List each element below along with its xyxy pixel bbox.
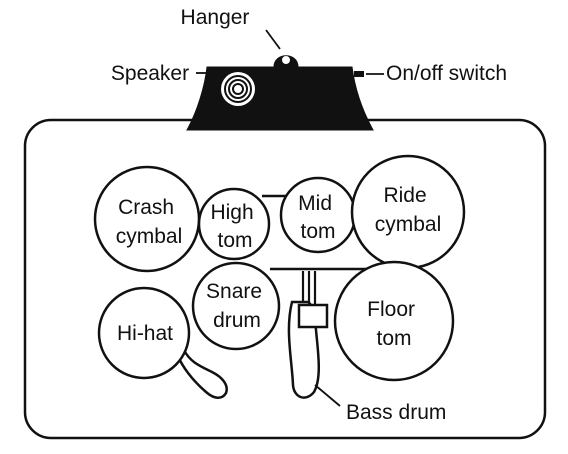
high-tom-label-line1: High xyxy=(210,201,253,224)
floor-tom-label-line2: tom xyxy=(376,327,411,350)
bass-drum-label: Bass drum xyxy=(346,401,446,424)
high-tom-label-line2: tom xyxy=(217,229,252,252)
high-tom-label: High tom xyxy=(210,201,259,252)
crash-cymbal-label-line2: cymbal xyxy=(116,225,183,248)
speaker-grille-icon xyxy=(221,72,255,106)
crash-cymbal-label: Crash cymbal xyxy=(116,196,183,248)
high-tom-pad xyxy=(197,187,271,261)
mid-tom-label-line2: tom xyxy=(300,220,335,243)
ride-cymbal-label: Ride cymbal xyxy=(375,184,442,236)
hanger-hole xyxy=(282,56,290,64)
ride-cymbal-pad xyxy=(350,154,466,270)
hanger-label: Hanger xyxy=(181,6,250,29)
drum-board-outline xyxy=(23,118,547,440)
floor-tom-pad xyxy=(333,260,455,382)
snare-drum-pad xyxy=(191,261,281,351)
speaker-housing xyxy=(186,66,374,131)
hanger-leader-line xyxy=(265,29,281,50)
snare-drum-label: Snare drum xyxy=(206,280,268,332)
snare-drum-label-line1: Snare xyxy=(206,280,262,303)
ride-cymbal-label-line1: Ride xyxy=(383,184,426,207)
bass-pedal-clamp xyxy=(297,303,329,329)
hi-hat-pedal xyxy=(176,347,228,399)
snare-drum-label-line2: drum xyxy=(213,309,261,332)
hi-hat-label-line1: Hi-hat xyxy=(117,322,173,345)
crash-cymbal-label-line1: Crash xyxy=(118,196,174,219)
hi-hat-label: Hi-hat xyxy=(117,322,173,345)
ride-cymbal-label-line2: cymbal xyxy=(375,213,442,236)
switch-label: On/off switch xyxy=(386,62,507,85)
floor-tom-label-line1: Floor xyxy=(367,298,415,321)
on-off-switch xyxy=(354,71,364,77)
speaker-label: Speaker xyxy=(111,62,189,85)
mid-tom-label: Mid tom xyxy=(298,192,338,243)
bass-drum-leader-line xyxy=(314,384,341,407)
hi-hat-pad xyxy=(97,286,191,380)
floor-tom-label: Floor tom xyxy=(367,298,421,350)
crash-cymbal-pad xyxy=(93,165,201,273)
mid-tom-label-line1: Mid xyxy=(298,192,332,215)
